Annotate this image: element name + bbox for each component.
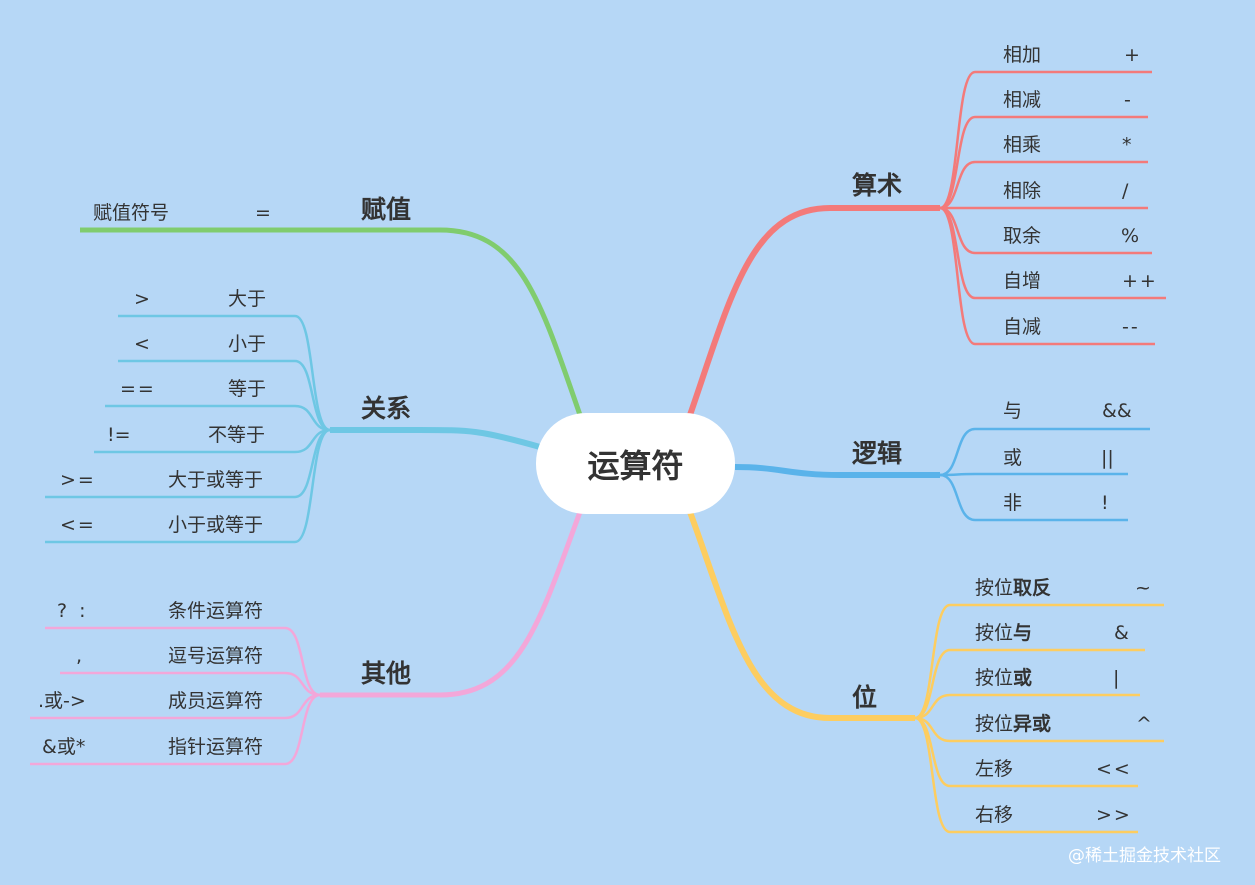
- arith-symbol: -: [1124, 89, 1131, 111]
- link-arith-7: [939, 206, 1155, 346]
- arith-label: 自增: [1003, 270, 1042, 292]
- other-label: 指针运算符: [168, 736, 264, 758]
- link-root-arithmetic: [687, 205, 940, 416]
- logic-symbol: ||: [1101, 447, 1114, 469]
- arith-symbol: ++: [1122, 270, 1158, 292]
- link-bit-3: [914, 693, 1140, 720]
- link-rel-1: [118, 314, 331, 432]
- link-arith-2: [939, 115, 1148, 210]
- bit-symbol: ^: [1136, 713, 1152, 735]
- assign-symbol: =: [255, 202, 271, 224]
- bit-symbol: |: [1113, 667, 1120, 689]
- other-symbol: ? :: [57, 600, 89, 622]
- link-logic-2: [939, 472, 1128, 477]
- bit-symbol: &: [1114, 622, 1129, 644]
- other-label: 条件运算符: [168, 600, 264, 622]
- link-other-2: [60, 671, 321, 697]
- arith-label: 相加: [1003, 44, 1042, 66]
- arith-label: 相除: [1003, 180, 1042, 202]
- link-logic-1: [939, 427, 1150, 477]
- relation-symbol: <=: [60, 514, 96, 536]
- bit-label: 左移: [975, 758, 1014, 780]
- bit-symbol: ~: [1135, 577, 1151, 599]
- assign-label: 赋值符号: [93, 202, 170, 224]
- relation-label: 小于: [228, 333, 267, 355]
- bit-label: 右移: [975, 804, 1014, 826]
- link-root-relation: [330, 427, 541, 450]
- link-root-logic: [734, 464, 940, 478]
- other-label: 成员运算符: [168, 690, 264, 712]
- relation-symbol: !=: [107, 424, 131, 446]
- relation-label: 大于: [228, 288, 267, 310]
- link-bit-6: [914, 716, 1138, 834]
- arith-label: 取余: [1003, 225, 1042, 247]
- logic-label: 非: [1003, 492, 1023, 514]
- link-logic-3: [939, 473, 1128, 522]
- logic-symbol: &&: [1102, 400, 1132, 422]
- link-arith-1: [939, 70, 1152, 210]
- branch-bit-title[interactable]: 位: [852, 683, 878, 712]
- other-label: 逗号运算符: [168, 645, 264, 667]
- branch-logic-title[interactable]: 逻辑: [852, 439, 903, 468]
- arith-label: 相乘: [1003, 134, 1042, 156]
- arith-label: 相减: [1003, 89, 1042, 111]
- logic-label: 或: [1003, 447, 1023, 469]
- relation-label: 等于: [228, 378, 267, 400]
- root-node[interactable]: 运算符: [536, 413, 735, 514]
- branch-other-title[interactable]: 其他: [361, 659, 412, 688]
- bit-symbol: >>: [1096, 804, 1132, 826]
- bit-label: 按位或: [975, 667, 1033, 689]
- relation-label: 大于或等于: [168, 469, 264, 491]
- link-arith-3: [939, 160, 1148, 210]
- link-bit-2: [914, 648, 1145, 720]
- link-rel-3: [105, 404, 331, 432]
- link-root-bit: [687, 510, 915, 721]
- link-rel-2: [118, 359, 331, 432]
- logic-label: 与: [1003, 400, 1023, 422]
- bit-label: 按位与: [975, 622, 1033, 644]
- arith-symbol: +: [1124, 44, 1140, 66]
- arith-symbol: --: [1122, 316, 1140, 338]
- branch-arithmetic-title[interactable]: 算术: [852, 171, 903, 200]
- bit-symbol: <<: [1096, 758, 1132, 780]
- relation-label: 不等于: [208, 424, 266, 446]
- link-root-other: [320, 511, 583, 698]
- link-other-4: [30, 693, 321, 766]
- arith-symbol: *: [1122, 134, 1132, 156]
- logic-symbol: !: [1101, 492, 1109, 514]
- link-rel-6: [45, 428, 331, 544]
- link-other-1: [45, 626, 321, 697]
- relation-label: 小于或等于: [168, 514, 264, 536]
- other-symbol: &或*: [42, 736, 86, 758]
- arith-symbol: %: [1121, 225, 1140, 247]
- link-bit-1: [914, 603, 1164, 720]
- other-symbol: .或->: [38, 690, 86, 712]
- relation-symbol: <: [134, 333, 150, 355]
- branch-assign-title[interactable]: 赋值: [361, 195, 412, 224]
- branch-relation-title[interactable]: 关系: [361, 394, 412, 423]
- other-symbol: ,: [76, 645, 83, 667]
- watermark: @稀土掘金技术社区: [1068, 846, 1221, 866]
- link-root-assign: [80, 227, 583, 416]
- arith-symbol: /: [1122, 180, 1129, 202]
- arith-label: 自减: [1003, 316, 1042, 338]
- relation-symbol: >: [134, 288, 150, 310]
- relation-symbol: >=: [60, 469, 96, 491]
- bit-label: 按位异或: [975, 713, 1052, 735]
- bit-label: 按位取反: [975, 577, 1052, 599]
- relation-symbol: ==: [120, 378, 156, 400]
